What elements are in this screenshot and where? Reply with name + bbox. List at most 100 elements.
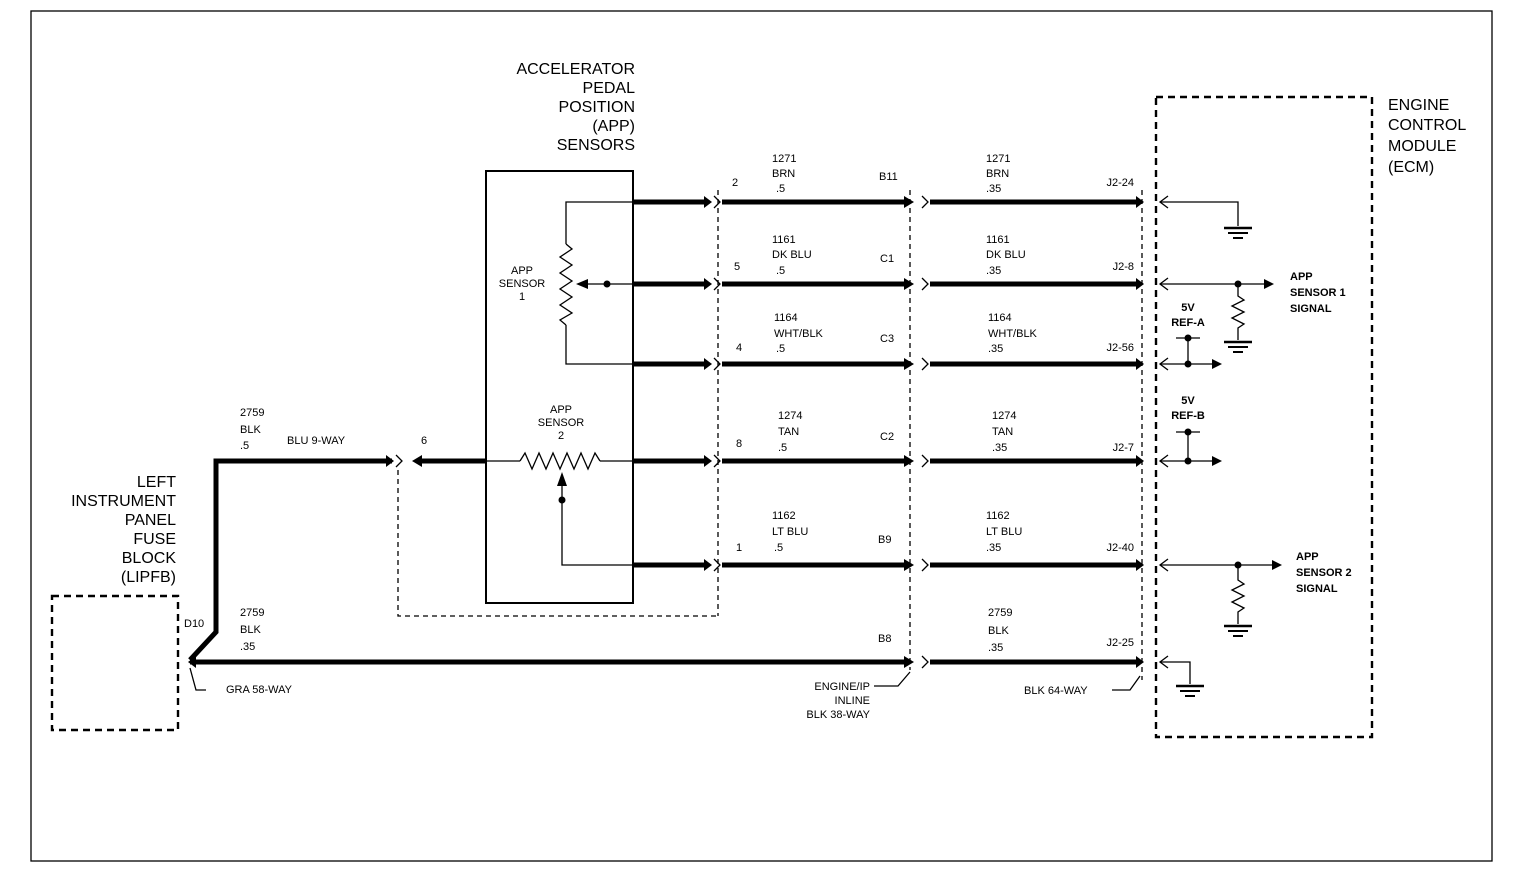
svg-text:.35: .35 bbox=[988, 343, 1003, 355]
ecm-refa-label: 5V REF-A bbox=[1171, 302, 1205, 329]
title-line: ACCELERATOR bbox=[516, 61, 635, 78]
svg-text:1162: 1162 bbox=[772, 510, 796, 522]
svg-text:WHT/BLK: WHT/BLK bbox=[774, 328, 824, 340]
title-line: LEFT bbox=[137, 474, 176, 491]
svg-text:BLK 38-WAY: BLK 38-WAY bbox=[806, 709, 870, 721]
svg-text:DK BLU: DK BLU bbox=[986, 249, 1026, 261]
sensor1-label: APP SENSOR 1 bbox=[499, 265, 546, 303]
ecm-internal-ground bbox=[1158, 655, 1204, 697]
app-sensor-1-resistor bbox=[558, 201, 633, 365]
ground-wire-labels: B8 2759 BLK .35 J2-25 bbox=[878, 607, 1134, 654]
title-line: BLOCK bbox=[122, 550, 177, 567]
svg-text:1: 1 bbox=[519, 291, 525, 303]
svg-text:J2-25: J2-25 bbox=[1106, 637, 1134, 649]
ecm-internal-row5 bbox=[1158, 558, 1282, 637]
sensor2-label: APP SENSOR 2 bbox=[538, 404, 585, 442]
svg-text:4: 4 bbox=[736, 342, 742, 354]
app-sensors-title: ACCELERATOR PEDAL POSITION (APP) SENSORS bbox=[516, 61, 635, 154]
svg-text:.5: .5 bbox=[778, 442, 787, 454]
ecm-sig1-label: APP SENSOR 1 SIGNAL bbox=[1290, 271, 1346, 315]
svg-text:2759: 2759 bbox=[240, 607, 264, 619]
svg-text:5V: 5V bbox=[1181, 302, 1195, 314]
svg-text:WHT/BLK: WHT/BLK bbox=[988, 328, 1038, 340]
svg-text:.5: .5 bbox=[776, 183, 785, 195]
title-line: SENSORS bbox=[557, 137, 635, 154]
svg-text:C3: C3 bbox=[880, 333, 894, 345]
wire-5-labels: 1 1162 LT BLU .5 B9 1162 LT BLU .35 J2-4… bbox=[736, 510, 1134, 554]
wire-2-labels: 5 1161 DK BLU .5 C1 1161 DK BLU .35 J2-8 bbox=[734, 234, 1134, 277]
svg-text:APP: APP bbox=[1296, 551, 1319, 563]
ground-left-labels: 2759 BLK .35 bbox=[240, 607, 264, 653]
svg-text:SIGNAL: SIGNAL bbox=[1290, 303, 1332, 315]
wire-row-3 bbox=[633, 357, 1144, 371]
svg-text:8: 8 bbox=[736, 438, 742, 450]
lipfb-pin: D10 bbox=[184, 618, 204, 630]
svg-text:REF-B: REF-B bbox=[1171, 410, 1205, 422]
diagram-frame bbox=[30, 10, 1493, 862]
svg-text:1161: 1161 bbox=[986, 234, 1010, 246]
svg-text:1271: 1271 bbox=[986, 153, 1010, 165]
svg-text:1: 1 bbox=[736, 542, 742, 554]
svg-text:APP: APP bbox=[1290, 271, 1313, 283]
svg-text:2: 2 bbox=[732, 177, 738, 189]
svg-text:REF-A: REF-A bbox=[1171, 317, 1205, 329]
svg-text:APP: APP bbox=[550, 404, 572, 416]
svg-text:.5: .5 bbox=[240, 440, 249, 452]
svg-text:J2-40: J2-40 bbox=[1106, 542, 1134, 554]
svg-text:SIGNAL: SIGNAL bbox=[1296, 583, 1338, 595]
svg-text:1274: 1274 bbox=[992, 410, 1016, 422]
svg-text:1164: 1164 bbox=[774, 312, 798, 324]
title-line: MODULE bbox=[1388, 138, 1456, 155]
svg-text:1271: 1271 bbox=[772, 153, 796, 165]
wire-row-4 bbox=[633, 454, 1144, 468]
svg-text:LT BLU: LT BLU bbox=[986, 526, 1022, 538]
title-line: PEDAL bbox=[583, 80, 636, 97]
svg-text:1162: 1162 bbox=[986, 510, 1010, 522]
svg-text:.5: .5 bbox=[774, 542, 783, 554]
svg-text:.35: .35 bbox=[988, 642, 1003, 654]
svg-text:5V: 5V bbox=[1181, 395, 1195, 407]
svg-text:1274: 1274 bbox=[778, 410, 802, 422]
blu9-labels: 2759 BLK .5 BLU 9-WAY 6 bbox=[240, 407, 427, 452]
svg-text:C2: C2 bbox=[880, 431, 894, 443]
ground-wire bbox=[188, 454, 1144, 669]
svg-text:.35: .35 bbox=[986, 183, 1001, 195]
title-line: POSITION bbox=[559, 99, 635, 116]
blu9-connector-label: BLU 9-WAY bbox=[287, 435, 346, 447]
svg-text:.35: .35 bbox=[240, 641, 255, 653]
wire-row-1 bbox=[633, 195, 1144, 209]
lipfb-callout-line bbox=[189, 667, 206, 691]
app-sensor-2-resistor bbox=[519, 451, 633, 566]
svg-text:SENSOR: SENSOR bbox=[538, 417, 585, 429]
svg-text:DK BLU: DK BLU bbox=[772, 249, 812, 261]
title-line: PANEL bbox=[125, 512, 176, 529]
lipfb-box bbox=[50, 594, 180, 732]
title-line: FUSE bbox=[133, 531, 176, 548]
wire-4-labels: 8 1274 TAN .5 C2 1274 TAN .35 J2-7 bbox=[736, 410, 1134, 454]
ecm-connector-label: BLK 64-WAY bbox=[1024, 685, 1088, 697]
svg-text:SENSOR 2: SENSOR 2 bbox=[1296, 567, 1352, 579]
svg-text:2759: 2759 bbox=[240, 407, 264, 419]
ecm-internal-row2 bbox=[1158, 277, 1274, 353]
svg-text:B8: B8 bbox=[878, 633, 891, 645]
title-line: ENGINE bbox=[1388, 97, 1449, 114]
svg-text:B11: B11 bbox=[879, 171, 898, 183]
svg-text:5: 5 bbox=[734, 261, 740, 273]
svg-text:BLK: BLK bbox=[988, 625, 1009, 637]
blu9-dashed-outline bbox=[397, 470, 718, 617]
svg-text:J2-24: J2-24 bbox=[1106, 177, 1134, 189]
inline-connector-label: ENGINE/IP INLINE BLK 38-WAY bbox=[806, 681, 870, 721]
svg-text:.35: .35 bbox=[986, 265, 1001, 277]
ecm-title: ENGINE CONTROL MODULE (ECM) bbox=[1388, 97, 1466, 176]
ecm-internal-row4 bbox=[1158, 428, 1222, 468]
title-line: (LIPFB) bbox=[121, 569, 176, 586]
inline-callout-line bbox=[874, 671, 911, 687]
svg-text:TAN: TAN bbox=[778, 426, 799, 438]
ecm-sig2-label: APP SENSOR 2 SIGNAL bbox=[1296, 551, 1352, 595]
lipfb-title: LEFT INSTRUMENT PANEL FUSE BLOCK (LIPFB) bbox=[71, 474, 176, 586]
svg-text:BRN: BRN bbox=[986, 168, 1009, 180]
svg-text:1161: 1161 bbox=[772, 234, 796, 246]
svg-text:B9: B9 bbox=[878, 534, 891, 546]
svg-text:BRN: BRN bbox=[772, 168, 795, 180]
